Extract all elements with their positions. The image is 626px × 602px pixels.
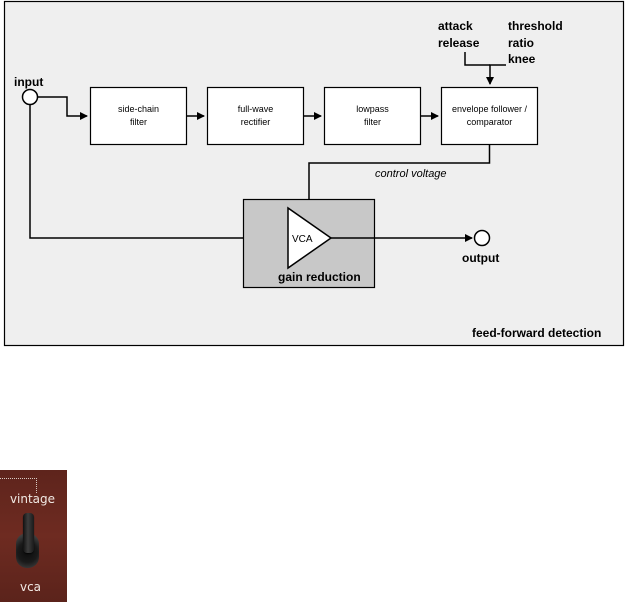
- lowpass-filter-label-2: filter: [364, 117, 381, 127]
- toggle-switch-icon[interactable]: [23, 513, 34, 553]
- switch-bracket-line: [0, 478, 37, 493]
- switch-label-vca: vca: [19, 580, 42, 594]
- vca-triangle: [287, 206, 333, 270]
- sidechain-filter-label-2: filter: [130, 117, 147, 127]
- ratio-label: ratio: [508, 36, 534, 50]
- feed-forward-diagram: input side-chain filter full-wave rectif…: [3, 0, 625, 347]
- envelope-follower-label-2: comparator: [467, 117, 513, 127]
- control-voltage-label: control voltage: [375, 168, 447, 180]
- rectifier-label-2: rectifier: [241, 117, 271, 127]
- attack-release-line: [464, 52, 490, 66]
- output-node: [473, 229, 491, 247]
- envelope-follower-block: [440, 86, 539, 146]
- rectifier-label-1: full-wave: [238, 104, 274, 114]
- release-label: release: [438, 36, 480, 50]
- envelope-follower-label-1: envelope follower /: [452, 104, 528, 114]
- knee-label: knee: [508, 52, 536, 66]
- input-to-vca-line: [29, 104, 266, 242]
- output-label: output: [462, 251, 499, 265]
- lowpass-filter-label-1: lowpass: [356, 104, 389, 114]
- rectifier-block: [206, 86, 305, 146]
- sidechain-filter-label-1: side-chain: [118, 104, 159, 114]
- input-to-sidechain-line: [37, 96, 88, 120]
- feed-forward-caption: feed-forward detection: [472, 326, 601, 340]
- gain-reduction-label: gain reduction: [278, 270, 361, 284]
- vintage-vca-switch-panel: vintage vca: [0, 470, 67, 602]
- sidechain-filter-block: [89, 86, 188, 146]
- input-node: [21, 88, 39, 106]
- switch-label-vintage: vintage: [9, 492, 56, 506]
- diagram-panel: [3, 0, 625, 347]
- vca-label: VCA: [292, 234, 313, 245]
- threshold-label: threshold: [508, 19, 563, 33]
- attack-label: attack: [438, 19, 473, 33]
- control-voltage-line: [308, 144, 491, 199]
- threshold-ratio-line: [486, 64, 506, 85]
- lowpass-filter-block: [323, 86, 422, 146]
- input-label: input: [14, 75, 43, 89]
